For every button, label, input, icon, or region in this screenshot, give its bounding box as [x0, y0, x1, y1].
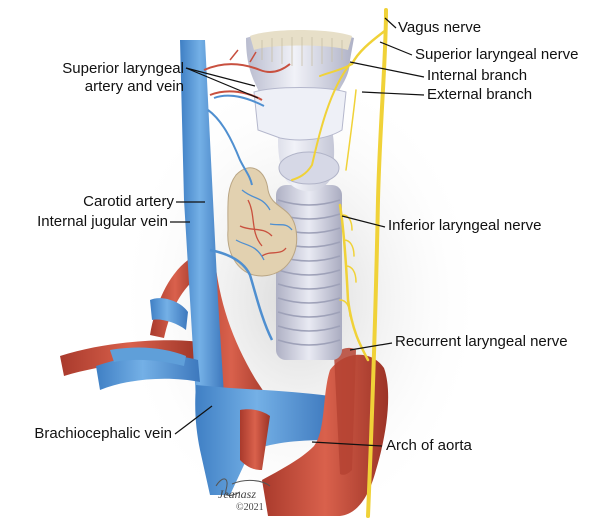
label-internal-jugular-vein: Internal jugular vein: [4, 213, 168, 230]
label-vagus-nerve: Vagus nerve: [398, 19, 481, 36]
label-superior-laryngeal-artery-vein-line2: artery and vein: [14, 78, 184, 95]
label-external-branch: External branch: [427, 86, 532, 103]
signature-year: ©2021: [236, 502, 264, 513]
label-arch-of-aorta: Arch of aorta: [386, 437, 472, 454]
label-superior-laryngeal-artery-vein-line1: Superior laryngeal: [14, 60, 184, 77]
label-superior-laryngeal-nerve: Superior laryngeal nerve: [415, 46, 578, 63]
label-internal-branch: Internal branch: [427, 67, 527, 84]
label-brachiocephalic-vein: Brachiocephalic vein: [14, 425, 172, 442]
label-carotid-artery: Carotid artery: [14, 193, 174, 210]
signature-artist: Jeanasz: [218, 487, 256, 502]
label-recurrent-laryngeal-nerve: Recurrent laryngeal nerve: [395, 333, 568, 350]
label-inferior-laryngeal-nerve: Inferior laryngeal nerve: [388, 217, 541, 234]
